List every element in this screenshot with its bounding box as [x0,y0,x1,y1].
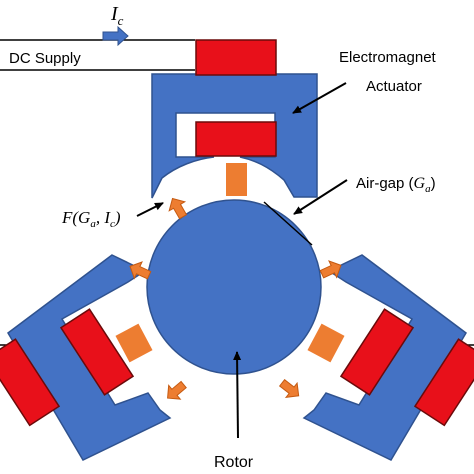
top-inner-coil [195,121,277,157]
rotor-pointer-arrow [233,351,242,439]
force-arrow-icon [319,260,342,279]
left-outer-coil [0,338,61,427]
airgap-label: Air-gap (Ga) [356,175,436,195]
left-inner-coil [59,308,135,396]
left-actuator-core [7,254,172,461]
airgap-tangent-line [263,201,313,246]
top-pole-insert [226,163,247,196]
current-arrow-icon [102,25,129,47]
left-pole-insert [115,323,153,363]
actuator-label: Actuator [366,78,422,95]
rotor [146,199,322,375]
right-outer-coil [413,338,474,427]
force-arrow-icon [129,261,152,280]
dc-supply-label: DC Supply [9,50,81,67]
electromagnet-pointer-arrow [292,82,347,114]
force-arrow-icon [167,380,187,400]
right-pole-insert [307,323,345,363]
top-outer-coil [195,39,277,76]
rotor-label: Rotor [214,454,254,471]
force-arrow-icon [278,378,300,398]
airgap-pointer-arrow [293,179,348,215]
current-label: Ic [110,3,124,28]
electromagnet-label: Electromagnet [339,49,437,66]
right-actuator-core [302,254,467,461]
force-arrow-icon [168,197,188,220]
right-inner-coil [339,308,415,396]
force-pointer-arrow [136,202,164,217]
force-label: F(Ga, Ic) [61,208,121,230]
